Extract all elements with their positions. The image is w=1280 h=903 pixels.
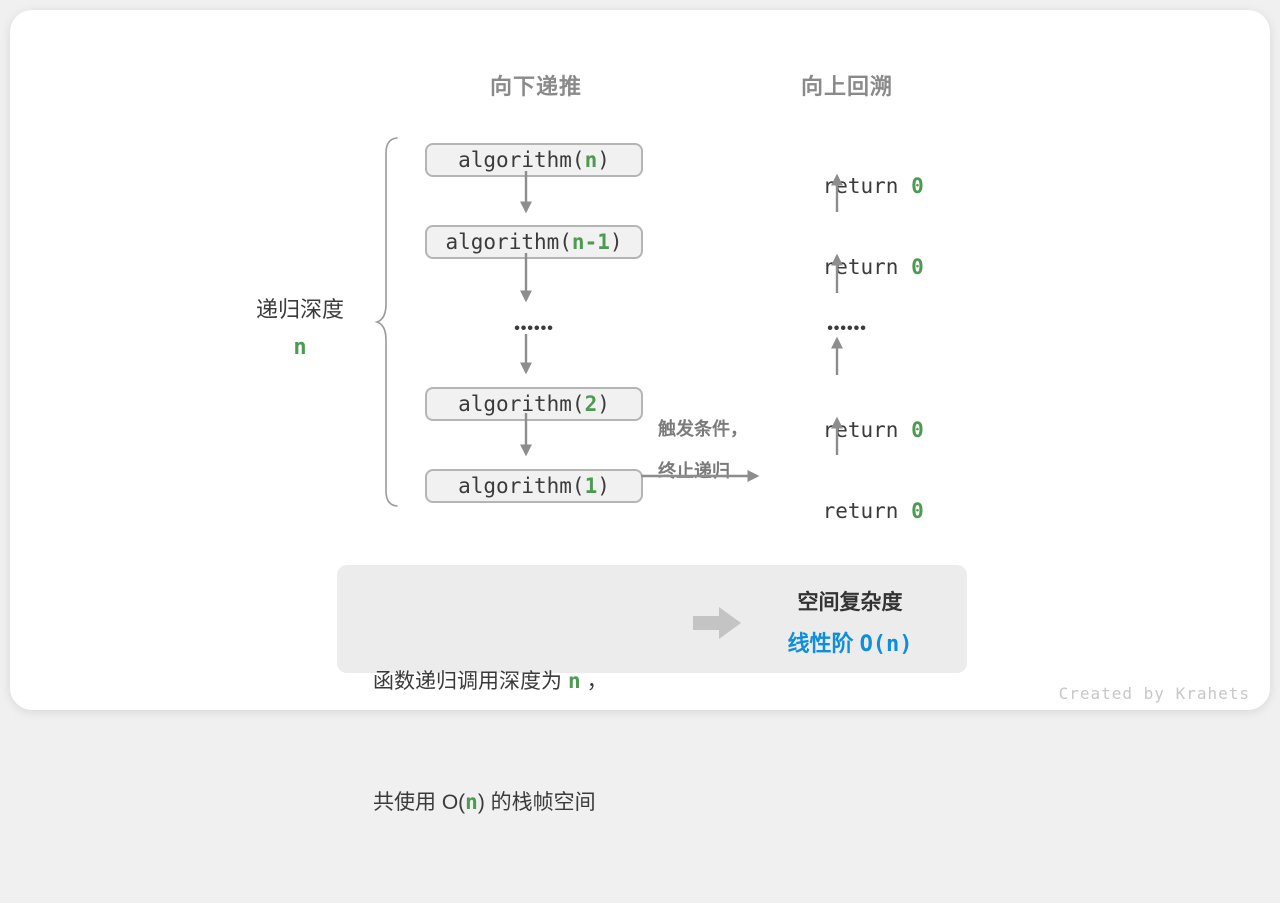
code-text: algorithm( <box>458 148 585 172</box>
code-text: algorithm( <box>458 474 585 498</box>
complexity-order-label: 线性阶 <box>787 631 860 656</box>
code-arg: 1 <box>584 474 598 498</box>
code-text: ) <box>609 230 623 254</box>
code-text: return <box>822 174 912 198</box>
summary-var: n <box>568 669 581 693</box>
stack-frame-box: algorithm(n) <box>425 143 643 177</box>
ellipsis-left: •••••• <box>514 320 554 337</box>
heading-backtrack-up: 向上回溯 <box>800 74 893 99</box>
return-value: 0 <box>911 499 924 523</box>
depth-label: 递归深度 n <box>244 292 356 360</box>
code-arg: n <box>584 148 598 172</box>
terminate-label-line1: 触发条件， <box>658 419 748 439</box>
return-statement: return 0 <box>772 391 924 469</box>
summary-line2: 共使用 O(n) 的栈帧空间 <box>373 782 608 823</box>
complexity-value: 线性阶 O(n) <box>745 623 955 665</box>
implies-arrow-icon <box>693 607 741 639</box>
ellipsis-right: •••••• <box>827 320 867 337</box>
summary-line1: 函数递归调用深度为 n， <box>373 661 608 702</box>
code-text: return <box>822 255 912 279</box>
big-o-open: O( <box>441 791 466 814</box>
code-arg: 2 <box>584 392 598 416</box>
return-value: 0 <box>911 418 924 442</box>
return-value: 0 <box>911 255 924 279</box>
summary-text: 共使用 <box>373 791 442 814</box>
recursion-space-diagram: { "colors": { "green": "#4d9a51", "blue"… <box>10 10 1270 814</box>
complexity-expr: O(n) <box>859 632 913 657</box>
depth-label-text: 递归深度 <box>255 297 344 322</box>
watermark: Created by Krahets <box>1058 684 1250 703</box>
return-statement: return 0 <box>772 228 924 306</box>
code-text: ) <box>597 474 610 498</box>
return-statement: return 0 <box>772 472 924 550</box>
summary-text: 的栈帧空间 <box>484 791 596 814</box>
summary-text: 函数递归调用深度为 <box>373 670 562 693</box>
stack-frame-box: algorithm(n-1) <box>425 225 643 259</box>
code-text: return <box>822 499 912 523</box>
code-arg: n-1 <box>571 230 610 254</box>
brace-icon <box>374 137 398 507</box>
code-text: return <box>822 418 912 442</box>
complexity-title: 空间复杂度 <box>797 591 903 614</box>
heading-recurse-down: 向下递推 <box>489 74 582 99</box>
code-text: algorithm( <box>458 392 585 416</box>
code-text: ) <box>597 392 610 416</box>
big-o-close: ) <box>477 791 485 814</box>
terminate-label-line2: 终止递归 <box>658 461 730 481</box>
return-statement: return 0 <box>772 147 924 225</box>
stack-frame-box: algorithm(1) <box>425 469 643 503</box>
depth-label-var: n <box>293 335 307 360</box>
code-text: ) <box>597 148 610 172</box>
summary-result: 空间复杂度 线性阶 O(n) <box>745 582 955 665</box>
terminate-label: 触发条件， 终止递归 <box>658 408 768 492</box>
stack-frame-box: algorithm(2) <box>425 387 643 421</box>
return-value: 0 <box>911 174 924 198</box>
diagram-card: 向下递推 向上回溯 递归深度 n algorithm(n) algorithm(… <box>10 10 1270 814</box>
summary-var: n <box>465 790 478 814</box>
code-text: algorithm( <box>445 230 572 254</box>
summary-text: ， <box>586 670 608 693</box>
